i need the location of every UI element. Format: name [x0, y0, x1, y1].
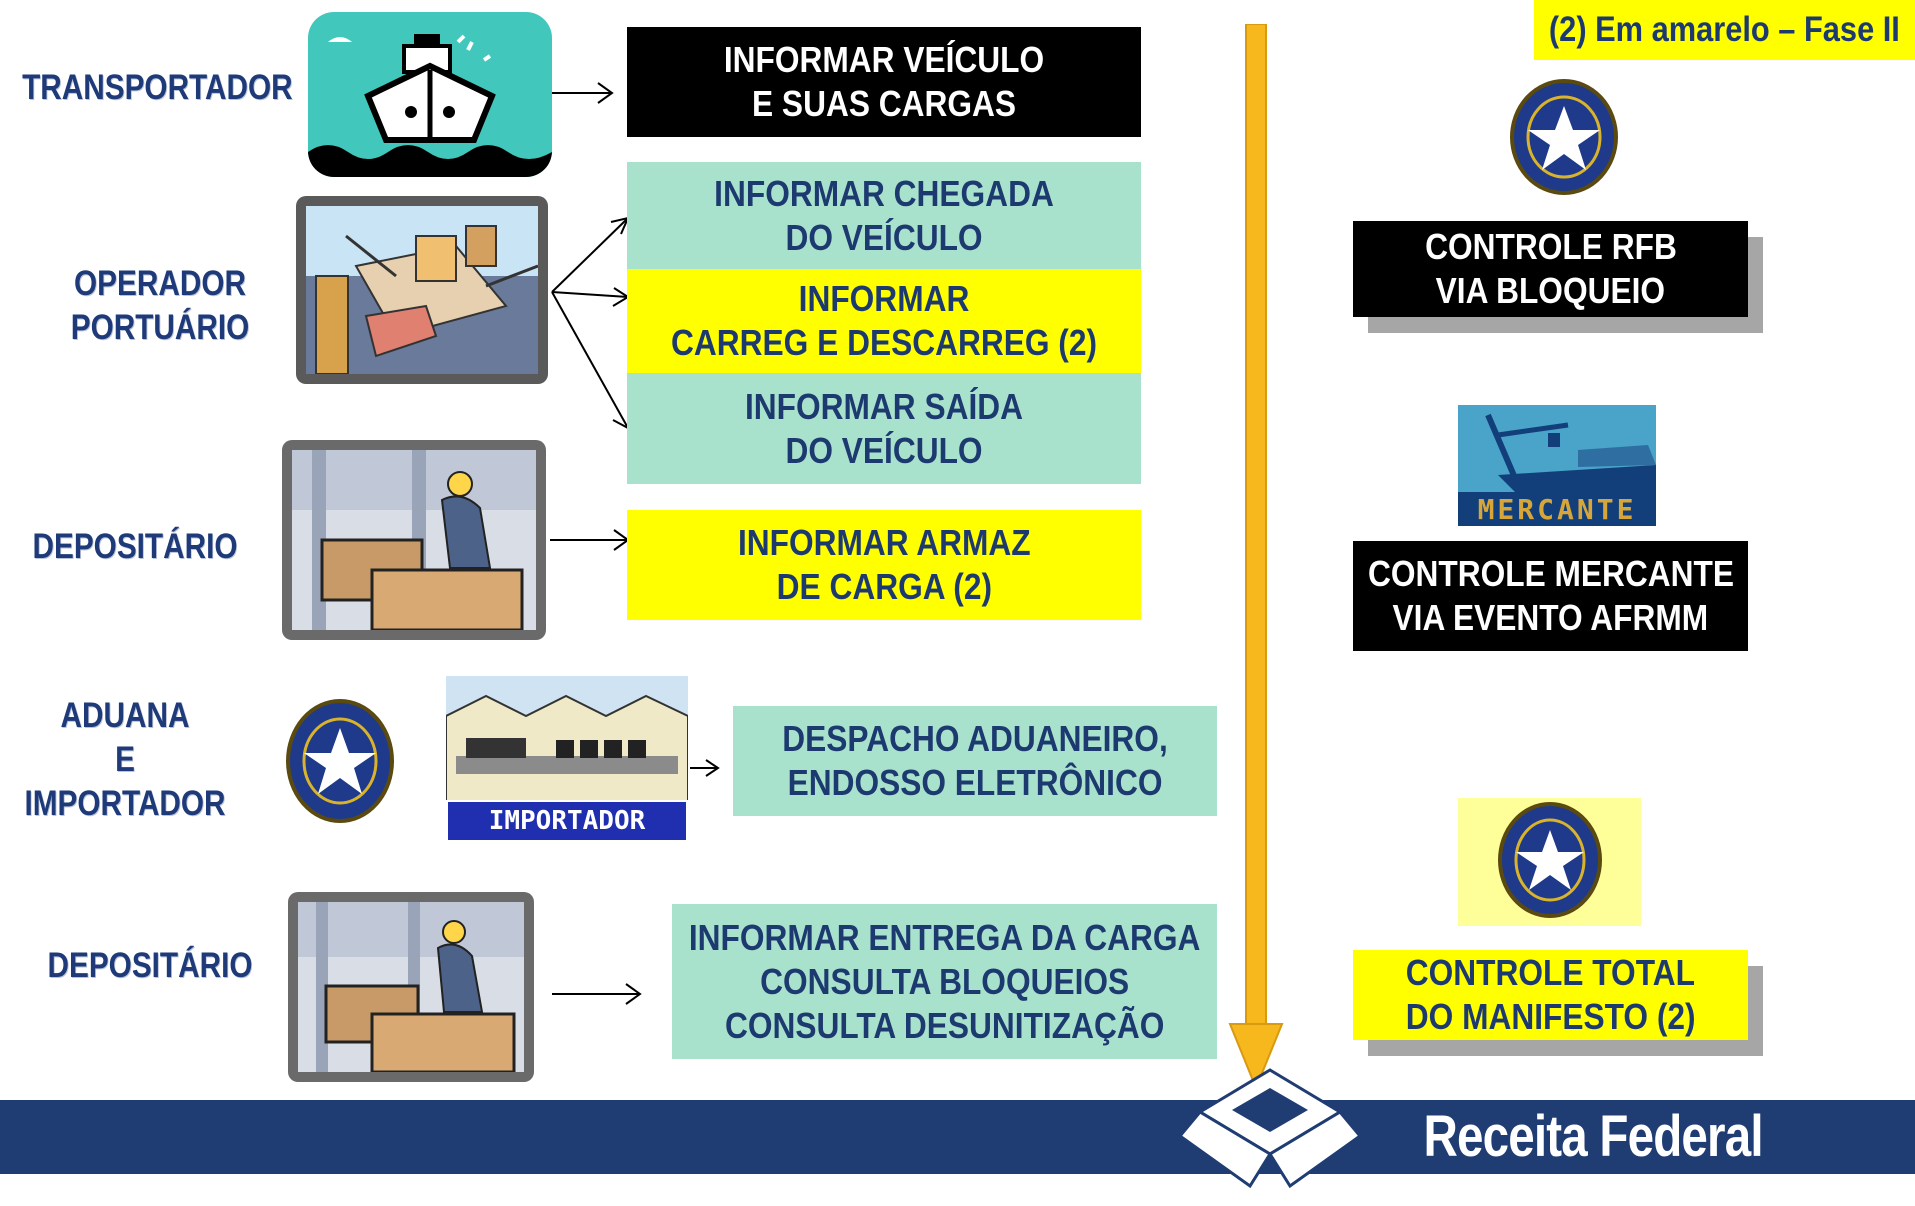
control-rfb-line2: VIA BLOQUEIO [1435, 270, 1666, 311]
task-despacho-line2: ENDOSSO ELETRÔNICO [787, 762, 1163, 803]
warehouse-worker-image-1 [282, 440, 546, 640]
control-rfb-line1: CONTROLE RFB [1424, 226, 1677, 267]
task-informar-veiculo-line2: E SUAS CARGAS [751, 83, 1017, 124]
actor-transportador: TRANSPORTADOR [22, 68, 293, 107]
task-informar-armaz: INFORMAR ARMAZ DE CARGA (2) [627, 510, 1141, 620]
actor-depositario-2: DEPOSITÁRIO [47, 946, 253, 985]
task-informar-armaz-line2: DE CARGA (2) [776, 566, 992, 607]
footer-bar [0, 1100, 1915, 1174]
arrowhead-depositario-2 [625, 983, 642, 1005]
timeline-arrow [1228, 24, 1284, 1091]
task-informar-chegada: INFORMAR CHEGADA DO VEÍCULO [627, 162, 1141, 269]
task-informar-entrega-line2: CONSULTA BLOQUEIOS [759, 960, 1129, 1002]
mercante-label: MERCANTE [1458, 492, 1656, 526]
task-informar-carreg-line2: CARREG E DESCARREG (2) [671, 322, 1097, 363]
task-informar-entrega-line1: INFORMAR ENTREGA DA CARGA [688, 916, 1201, 958]
customs-seal-panel [1458, 798, 1641, 926]
actor-operador-line1: OPERADOR [74, 264, 246, 303]
receita-federal-logo-icon [1177, 1068, 1363, 1189]
importer-label: IMPORTADOR [446, 800, 688, 842]
customs-seal-icon [284, 698, 396, 824]
phase-note: (2) Em amarelo – Fase II [1534, 0, 1915, 60]
task-informar-saida-line2: DO VEÍCULO [785, 429, 983, 471]
task-informar-armaz-line1: INFORMAR ARMAZ [737, 522, 1031, 563]
control-total: CONTROLE TOTAL DO MANIFESTO (2) [1353, 950, 1748, 1040]
customs-seal-icon-rfb [1508, 78, 1620, 196]
task-informar-veiculo: INFORMAR VEÍCULO E SUAS CARGAS [627, 27, 1141, 137]
task-informar-chegada-line2: DO VEÍCULO [785, 216, 983, 258]
task-informar-veiculo-line1: INFORMAR VEÍCULO [723, 39, 1045, 80]
task-informar-entrega: INFORMAR ENTREGA DA CARGA CONSULTA BLOQU… [672, 904, 1217, 1059]
mercante-logo: MERCANTE [1458, 405, 1656, 526]
actor-aduana-line2: E [115, 740, 135, 779]
control-rfb: CONTROLE RFB VIA BLOQUEIO [1353, 221, 1748, 317]
task-despacho: DESPACHO ADUANEIRO, ENDOSSO ELETRÔNICO [733, 706, 1217, 816]
task-despacho-line1: DESPACHO ADUANEIRO, [782, 718, 1168, 759]
port-operations-image [296, 196, 548, 384]
arrow-operador-chegada [551, 217, 629, 293]
arrow-operador-saida [551, 291, 629, 429]
arrowhead-transportador [597, 82, 614, 104]
actor-aduana-line1: ADUANA [60, 696, 190, 735]
control-mercante-line1: CONTROLE MERCANTE [1367, 553, 1734, 594]
actor-depositario-1: DEPOSITÁRIO [32, 527, 238, 566]
footer-brand-text: Receita Federal [1423, 1104, 1764, 1169]
task-informar-saida-line1: INFORMAR SAÍDA [744, 385, 1024, 427]
task-informar-chegada-line1: INFORMAR CHEGADA [714, 172, 1054, 214]
actor-aduana-importador: ADUANA E IMPORTADOR [19, 694, 232, 826]
actor-operador-line2: PORTUÁRIO [70, 308, 250, 347]
task-informar-carreg: INFORMAR CARREG E DESCARREG (2) [627, 269, 1141, 373]
warehouse-worker-image-2 [288, 892, 534, 1082]
control-mercante-line2: VIA EVENTO AFRMM [1392, 597, 1709, 638]
task-informar-entrega-line3: CONSULTA DESUNITIZAÇÃO [724, 1004, 1165, 1046]
actor-aduana-line3: IMPORTADOR [24, 784, 226, 823]
actor-operador-portuario: OPERADOR PORTUÁRIO [58, 262, 262, 350]
task-informar-carreg-line1: INFORMAR [798, 278, 970, 319]
customs-seal-icon-total [1498, 802, 1602, 918]
arrow-operador-carreg [551, 291, 629, 298]
task-informar-saida: INFORMAR SAÍDA DO VEÍCULO [627, 373, 1141, 484]
importer-building-image [446, 676, 688, 802]
control-total-line2: DO MANIFESTO (2) [1405, 996, 1696, 1037]
ship-icon [308, 12, 552, 177]
control-total-line1: CONTROLE TOTAL [1405, 952, 1696, 993]
arrowhead-importador [705, 759, 720, 777]
phase-note-text: (2) Em amarelo – Fase II [1549, 10, 1900, 49]
control-mercante: CONTROLE MERCANTE VIA EVENTO AFRMM [1353, 541, 1748, 651]
